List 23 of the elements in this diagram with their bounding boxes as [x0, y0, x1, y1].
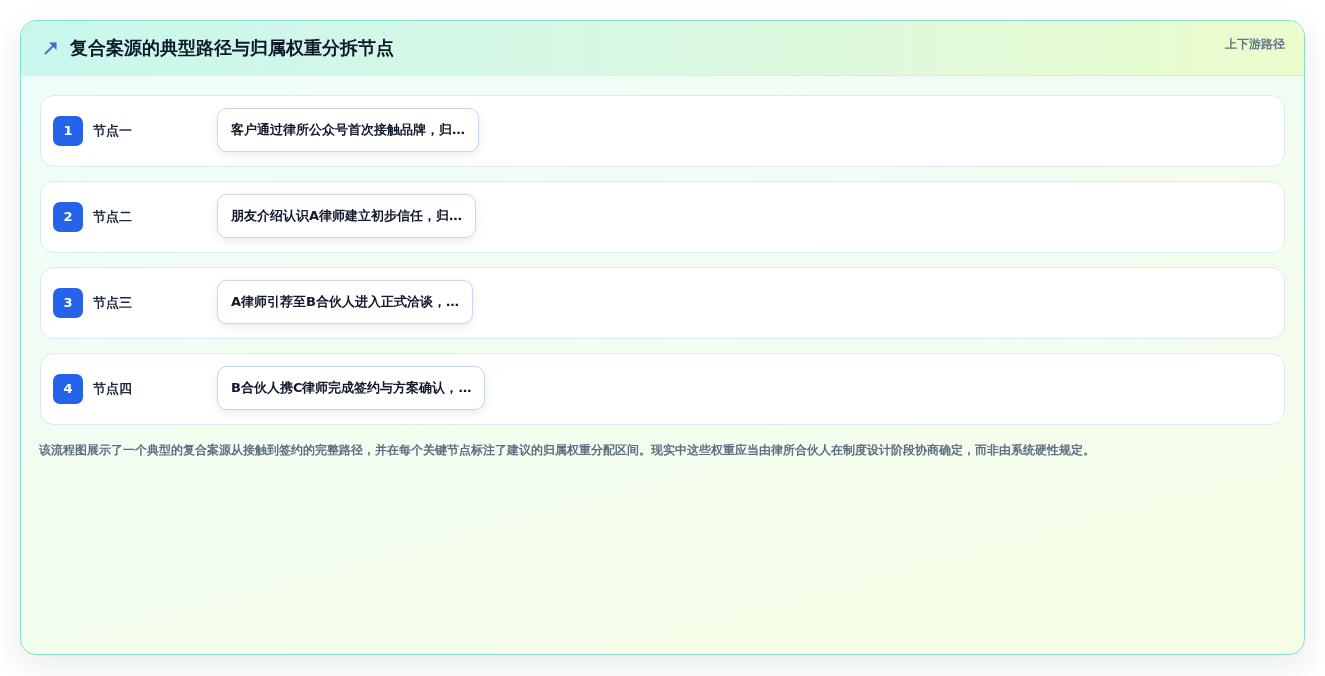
step-description: B合伙人携C律师完成签约与方案确认，… — [231, 379, 472, 397]
step-number-badge: 4 — [53, 374, 83, 404]
step-card — [40, 267, 1285, 339]
description-card — [217, 366, 486, 410]
caption-text: 该流程图展示了一个典型的复合案源从接触到签约的完整路径，并在每个关键节点标注了建议的归属权重分配区间。现实中这些权重应当由律所合伙人在制度设计阶段协商确定，而非由系统硬性规定。 — [39, 442, 1095, 458]
description-card — [217, 108, 479, 152]
step-card — [40, 181, 1285, 253]
description-card — [217, 280, 473, 324]
step-description: 客户通过律所公众号首次接触品牌，归… — [231, 121, 465, 139]
step-label: 节点三 — [93, 294, 132, 312]
header-tag: 上下游路径 — [1225, 36, 1285, 52]
step-label: 节点四 — [93, 380, 132, 398]
step-label: 节点一 — [93, 122, 132, 140]
step-card — [40, 353, 1285, 425]
step-description: A律师引荐至B合伙人进入正式洽谈，… — [231, 293, 459, 311]
step-description: 朋友介绍认识A律师建立初步信任，归… — [231, 207, 463, 225]
step-number-badge: 3 — [53, 288, 83, 318]
step-label: 节点二 — [93, 208, 132, 226]
step-number-badge: 2 — [53, 202, 83, 232]
diagram-title: 复合案源的典型路径与归属权重分拆节点 — [70, 36, 394, 60]
description-card — [217, 194, 477, 238]
step-number-badge: 1 — [53, 116, 83, 146]
step-card — [40, 95, 1285, 167]
